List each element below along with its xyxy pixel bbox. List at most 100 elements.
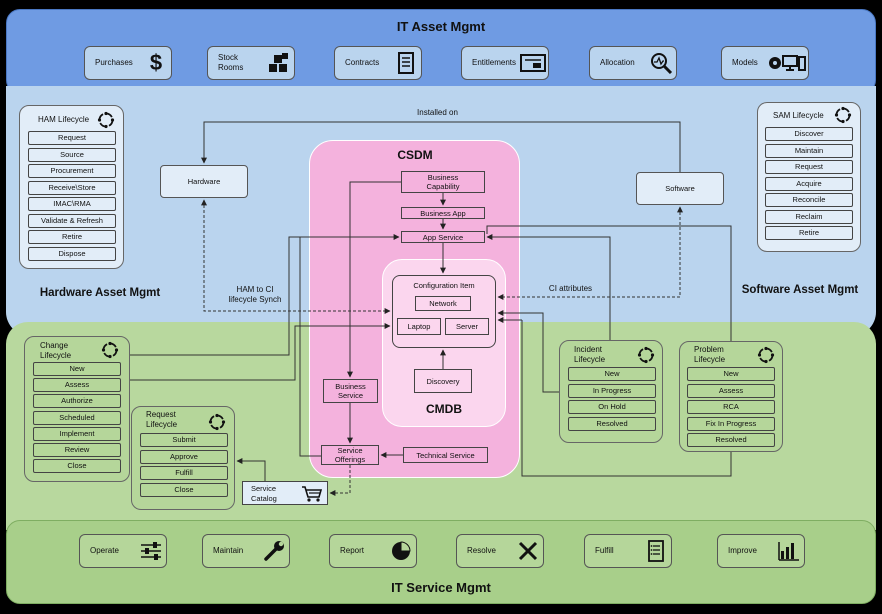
lifecycle-step[interactable]: In Progress: [568, 383, 656, 398]
ham-to-ci-connector: [201, 199, 391, 314]
tools-icon: [513, 540, 543, 562]
capability-to-business-service-connector: [347, 181, 401, 378]
change-to-appservice-connector: [130, 234, 400, 356]
sam-lifecycle-title: SAM Lifecycle: [773, 111, 824, 120]
lifecycle-step[interactable]: Acquire: [765, 176, 853, 191]
lifecycle-step[interactable]: Implement: [33, 426, 121, 441]
lifecycle-step[interactable]: Scheduled: [33, 410, 121, 425]
software-node[interactable]: Software: [636, 172, 724, 205]
maintain-tile[interactable]: Maintain: [202, 534, 290, 568]
lifecycle-step[interactable]: Assess: [687, 383, 775, 398]
lifecycle-step[interactable]: Request: [28, 131, 116, 145]
bar-chart-icon: [774, 540, 804, 562]
lifecycle-step[interactable]: Discover: [765, 127, 853, 141]
resolve-label: Resolve: [467, 546, 496, 555]
report-tile[interactable]: Report: [329, 534, 417, 568]
offerings-to-catalog-connector: [329, 465, 351, 496]
hardware-node[interactable]: Hardware: [160, 165, 248, 198]
contracts-tile[interactable]: Contracts: [334, 46, 422, 80]
allocation-tile[interactable]: Allocation: [589, 46, 677, 80]
id-card-icon: [518, 52, 548, 74]
service-offerings-node[interactable]: Service Offerings: [321, 445, 379, 465]
incident-to-appservice-connector: [486, 234, 611, 340]
stock-rooms-tile[interactable]: Stock Rooms: [207, 46, 295, 80]
purchases-label: Purchases: [95, 58, 133, 67]
stock-rooms-label: Stock Rooms: [218, 53, 244, 72]
allocation-label: Allocation: [600, 58, 635, 67]
improve-tile[interactable]: Improve: [717, 534, 805, 568]
lifecycle-step[interactable]: Close: [33, 459, 121, 474]
lifecycle-step[interactable]: Receive\Store: [28, 180, 116, 195]
pie-chart-icon: [386, 540, 416, 562]
fulfill-label: Fulfill: [595, 546, 614, 555]
configuration-item-label: Configuration Item: [413, 281, 475, 290]
server-node[interactable]: Server: [445, 318, 489, 335]
network-node[interactable]: Network: [415, 296, 471, 311]
lifecycle-step[interactable]: Assess: [33, 378, 121, 393]
models-label: Models: [732, 58, 758, 67]
lifecycle-step[interactable]: Dispose: [28, 246, 116, 261]
models-tile[interactable]: Models: [721, 46, 809, 80]
purchases-tile[interactable]: Purchases $: [84, 46, 172, 80]
csdm-title: CSDM: [397, 148, 433, 162]
lifecycle-step[interactable]: Reclaim: [765, 209, 853, 224]
lifecycle-step[interactable]: Submit: [140, 433, 228, 447]
lifecycle-step[interactable]: Retire: [28, 230, 116, 244]
business-service-node[interactable]: Business Service: [323, 379, 378, 403]
service-catalog-node[interactable]: Service Catalog: [242, 481, 328, 505]
wrench-icon: [259, 540, 289, 562]
laptop-node[interactable]: Laptop: [397, 318, 441, 335]
lifecycle-step[interactable]: Resolved: [687, 433, 775, 447]
technical-service-node[interactable]: Technical Service: [403, 447, 488, 463]
resolve-tile[interactable]: Resolve: [456, 534, 544, 568]
change-lifecycle-panel: [24, 336, 130, 482]
lifecycle-step[interactable]: Review: [33, 443, 121, 457]
lifecycle-step[interactable]: Resolved: [568, 416, 656, 431]
offerings-to-change-connector: [299, 237, 321, 457]
sliders-icon: [136, 540, 166, 562]
entitlements-label: Entitlements: [472, 58, 517, 67]
entitlements-tile[interactable]: Entitlements: [461, 46, 549, 80]
improve-label: Improve: [728, 546, 757, 555]
contract-icon: [391, 52, 421, 74]
incident-lifecycle-title: Incident Lifecycle: [574, 345, 606, 364]
service-catalog-label: Service Catalog: [251, 484, 277, 503]
problem-lifecycle-title: Problem Lifecycle: [694, 345, 726, 364]
business-capability-node[interactable]: Business Capability: [401, 171, 485, 193]
lifecycle-step[interactable]: On Hold: [568, 400, 656, 414]
lifecycle-step[interactable]: Reconcile: [765, 193, 853, 207]
lifecycle-step[interactable]: Source: [28, 147, 116, 162]
it-service-mgmt-title: IT Service Mgmt: [391, 580, 491, 595]
problem-to-ci-connector: [521, 320, 732, 477]
lifecycle-step[interactable]: New: [568, 367, 656, 381]
lifecycle-step[interactable]: Fix In Progress: [687, 416, 775, 431]
app-service-node[interactable]: App Service: [401, 231, 485, 243]
business-app-node[interactable]: Business App: [401, 207, 485, 219]
lifecycle-step[interactable]: RCA: [687, 400, 775, 414]
lifecycle-step[interactable]: Request: [765, 160, 853, 174]
operate-tile[interactable]: Operate: [79, 534, 167, 568]
magnifier-chart-icon: [646, 52, 676, 74]
lifecycle-step[interactable]: Approve: [140, 449, 228, 464]
lifecycle-step[interactable]: IMAC\RMA: [28, 197, 116, 211]
cycle-icon: [101, 341, 119, 359]
configuration-item-box[interactable]: [392, 275, 496, 348]
lifecycle-step[interactable]: Validate & Refresh: [28, 213, 116, 228]
lifecycle-step[interactable]: Retire: [765, 226, 853, 240]
cycle-icon: [208, 413, 226, 431]
lifecycle-step[interactable]: Fulfill: [140, 466, 228, 480]
discovery-node[interactable]: Discovery: [414, 369, 472, 393]
ham-lifecycle-title: HAM Lifecycle: [38, 115, 90, 124]
lifecycle-step[interactable]: Authorize: [33, 394, 121, 409]
lifecycle-step[interactable]: New: [33, 362, 121, 376]
boxes-icon: [264, 52, 294, 74]
lifecycle-step[interactable]: Maintain: [765, 143, 853, 158]
change-to-ci-connector: [130, 323, 391, 381]
lifecycle-step[interactable]: New: [687, 367, 775, 381]
operate-label: Operate: [90, 546, 119, 555]
fulfill-tile[interactable]: Fulfill: [584, 534, 672, 568]
lifecycle-step[interactable]: Procurement: [28, 164, 116, 178]
checklist-icon: [641, 540, 671, 562]
lifecycle-step[interactable]: Close: [140, 482, 228, 497]
